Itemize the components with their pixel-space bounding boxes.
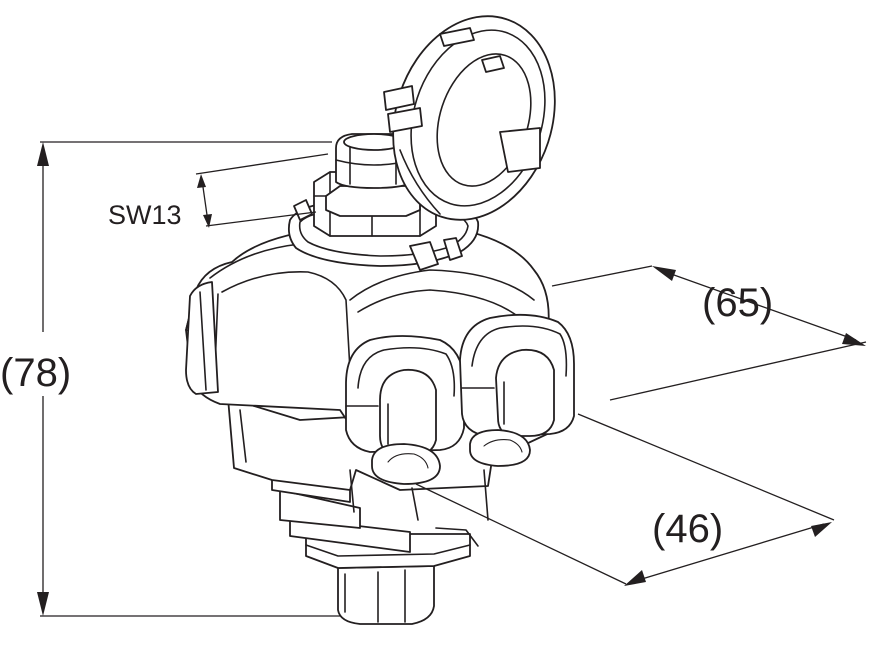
dimension-height <box>2 141 340 617</box>
connector-body <box>185 15 575 625</box>
hinged-lid <box>383 15 556 221</box>
dimension-width <box>551 265 867 401</box>
width-label: (65) <box>702 281 773 325</box>
dimension-wrench <box>195 153 329 228</box>
wrench-size-label: SW13 <box>108 200 182 230</box>
left-cap <box>185 281 219 395</box>
depth-label: (46) <box>652 507 723 551</box>
dimension-depth <box>415 413 835 586</box>
height-label: (78) <box>0 351 71 395</box>
front-right-cap <box>459 313 575 467</box>
front-left-cap <box>345 335 465 485</box>
hex-nut <box>313 133 437 237</box>
lower-clamp <box>271 471 479 625</box>
